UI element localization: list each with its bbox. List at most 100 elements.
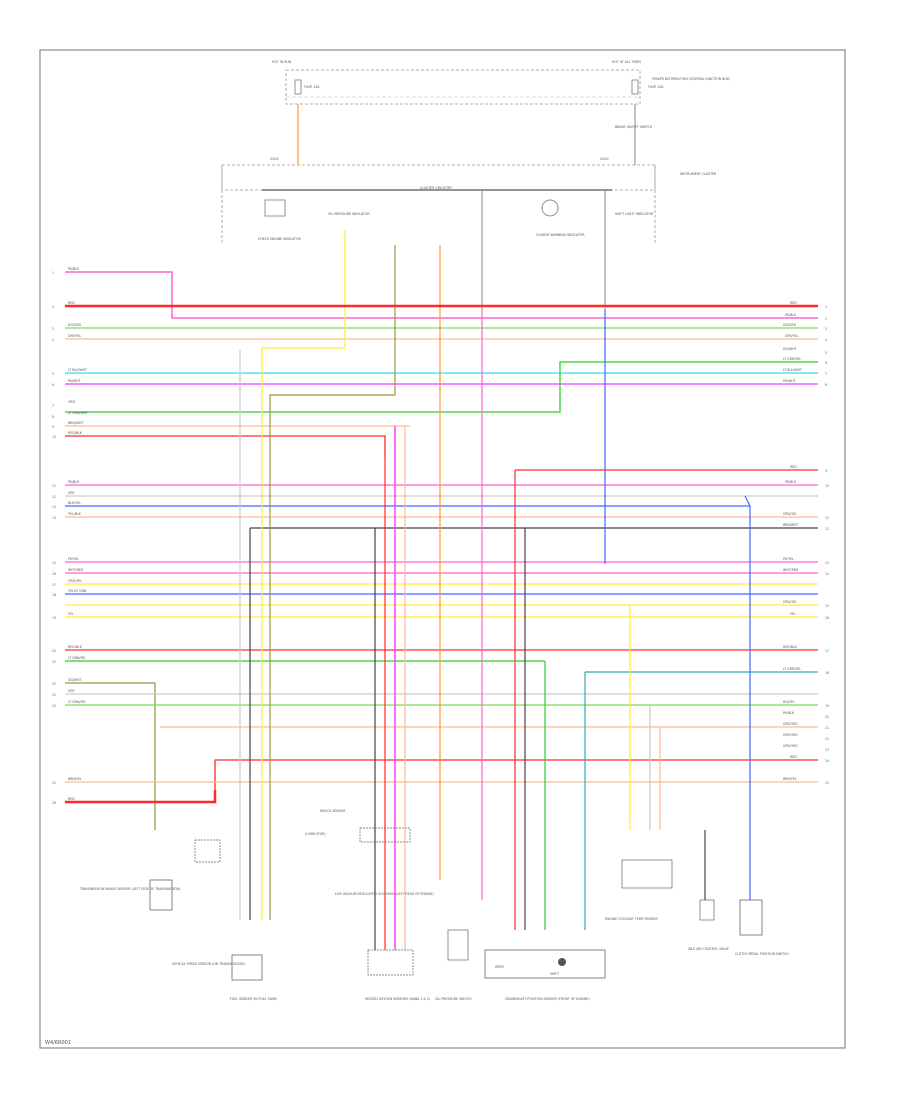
right-wire-label: RED	[790, 465, 797, 469]
left-wire-label: DG/ORG	[68, 323, 82, 327]
charge-label: CHARGE WARNING INDICATOR	[536, 233, 585, 237]
left-pin-number: 6	[52, 383, 54, 387]
oil-sw-box	[447, 929, 469, 961]
left-wire-label: RED	[68, 797, 75, 801]
oil-pressure-label: OIL PRESSURE INDICATOR	[328, 212, 370, 216]
fuse-right-label: HOT AT ALL TIMES	[612, 60, 641, 64]
charge-indicator-icon	[541, 199, 559, 217]
right-wire-label: YEL	[790, 612, 796, 616]
left-pin-number: 24	[52, 704, 56, 708]
ckp-b-label: SHIFT	[550, 972, 559, 976]
vss-box	[194, 839, 221, 863]
left-pin-number: 22	[52, 682, 56, 686]
left-pin-number: 21	[52, 660, 56, 664]
right-pin-number: 18	[825, 671, 829, 675]
right-pin-number: 19	[825, 704, 829, 708]
left-wire-label: LT GRN/YEL	[68, 700, 86, 704]
left-wire-label: YEL	[68, 612, 74, 616]
egr-label: EGR VACUUM REGULATOR SOLENOID (LEFT REAR…	[335, 892, 434, 896]
right-wire-label: GRY/ORG	[783, 733, 798, 737]
left-wire-label: GRY/YEL	[68, 334, 81, 338]
right-wire-label: BRN/YEL	[783, 777, 797, 781]
left-pin-number: 19	[52, 616, 56, 620]
brake-label: BRAKE ON/OFF SWITCH	[615, 125, 653, 129]
horizontal-wires	[65, 271, 818, 830]
left-pin-number: 12	[52, 495, 56, 499]
left-pin-number: 1	[52, 271, 54, 275]
right-pin-number: 21	[825, 726, 829, 730]
left-wire-label: LT GRN/WHT	[68, 411, 88, 415]
ckp-icon	[558, 958, 566, 966]
vss-label: VEHICLE SPEED SENSOR (ON TRANSMISSION)	[172, 962, 245, 966]
trans-sensor-label: TRANSMISSION RANGE SENSOR (LEFT SIDE OF …	[79, 887, 181, 891]
check-engine-label: CHECK ENGINE INDICATOR	[258, 237, 302, 241]
right-pin-number: 25	[825, 781, 829, 785]
left-pin-number: 25	[52, 781, 56, 785]
left-wire-label: YEL/BLK	[68, 512, 82, 516]
left-pin-number: 15	[52, 561, 56, 565]
right-pin-number: 2	[825, 317, 827, 321]
idle-box	[699, 899, 715, 921]
fuel-sender-label: FUEL SENDER (IN FUEL TANK)	[230, 997, 277, 1001]
right-pin-numbers: 1 2 3 4 5 6 7 8 9 10 11 12 13 14 15 16 1…	[825, 305, 829, 785]
right-wire-label: PK/YEL	[783, 557, 794, 561]
right-pin-number: 6	[825, 361, 827, 365]
left-pin-number: 7	[52, 404, 54, 408]
ckp-a-label: ZERO	[495, 965, 504, 969]
left-pin-number: 23	[52, 693, 56, 697]
right-wire-label: GRY/ORG	[783, 744, 798, 748]
left-wire-label: LT BLU/WHT	[68, 368, 87, 372]
right-pin-number: 10	[825, 484, 829, 488]
left-pin-number: 10	[52, 435, 56, 439]
components: TRANSMISSION RANGE SENSOR (LEFT SIDE OF …	[79, 125, 789, 1001]
right-wire-label: ORG/YEL	[783, 600, 797, 604]
fuse-b-symbol	[631, 79, 639, 95]
left-wire-label: YEL/LT GRN	[68, 589, 87, 593]
diagram-border	[39, 49, 846, 1049]
right-pin-number: 14	[825, 572, 829, 576]
right-pin-number: 7	[825, 372, 827, 376]
right-wire-label: GRY/ORG	[783, 722, 798, 726]
right-wire-label: PK/BLK	[785, 480, 797, 484]
right-pin-number: 12	[825, 527, 829, 531]
right-wire-label: DG/YEL	[783, 700, 795, 704]
left-wire-label: LT GRN/YEL	[68, 656, 86, 660]
right-wire-label: ORG/YEL	[783, 512, 797, 516]
left-pin-number: 4	[52, 338, 54, 342]
cluster-bus-label: CLUSTER CIRCUITRY	[420, 186, 452, 190]
oil-sw-label: OIL PRESSURE SWITCH	[435, 997, 472, 1001]
left-pin-number: 5	[52, 372, 54, 376]
ground-a-label: G200	[270, 157, 279, 161]
right-wire-label: LT GRN/YEL	[783, 667, 801, 671]
capacitor-label: (CAPACITOR)	[305, 832, 326, 836]
left-pin-number: 17	[52, 583, 56, 587]
right-wire-labels: RED PK/BLK DG/ORG GRY/YEL DG/WHT LT GRN/…	[783, 301, 802, 781]
shift-light-label: SHIFT LIGHT INDICATOR	[615, 212, 654, 216]
fuse-left-label: HOT IN RUN	[272, 60, 292, 64]
right-pin-number: 22	[825, 737, 829, 741]
left-pin-number: 13	[52, 505, 56, 509]
left-wire-label: RED/BLK	[68, 645, 83, 649]
left-pin-number: 2	[52, 305, 54, 309]
fuse-a-label: FUSE 15A	[304, 85, 320, 89]
right-wire-label: BRN/WHT	[783, 523, 798, 527]
ckp-label: CRANKSHAFT POSITION SENSOR (FRONT OF ENG…	[505, 997, 590, 1001]
left-wire-label: BRN/YEL	[68, 777, 82, 781]
right-pin-number: 23	[825, 748, 829, 752]
right-wire-label: PK/WHT	[783, 379, 796, 383]
fuse-box: HOT IN RUN HOT AT ALL TIMES POWER DISTRI…	[272, 60, 730, 105]
right-wire-label: PK/BLK	[783, 711, 795, 715]
left-wire-label: PK/BLK	[68, 267, 80, 271]
right-wire-label: RED	[790, 301, 797, 305]
left-pin-number: 9	[52, 425, 54, 429]
left-pin-numbers: 1 2 3 4 5 6 7 8 9 10 11 12 13 14 15 16 1…	[52, 271, 56, 805]
vertical-wires	[239, 310, 818, 950]
fuse-b-label: FUSE 10A	[648, 85, 664, 89]
right-pin-number: 3	[825, 327, 827, 331]
page-code: W4/6R001	[45, 1040, 71, 1046]
right-wire-label: LT BLU/WHT	[783, 368, 802, 372]
right-pin-number: 13	[825, 561, 829, 565]
heated-o2-box	[367, 949, 414, 976]
capacitor-box	[359, 827, 411, 843]
